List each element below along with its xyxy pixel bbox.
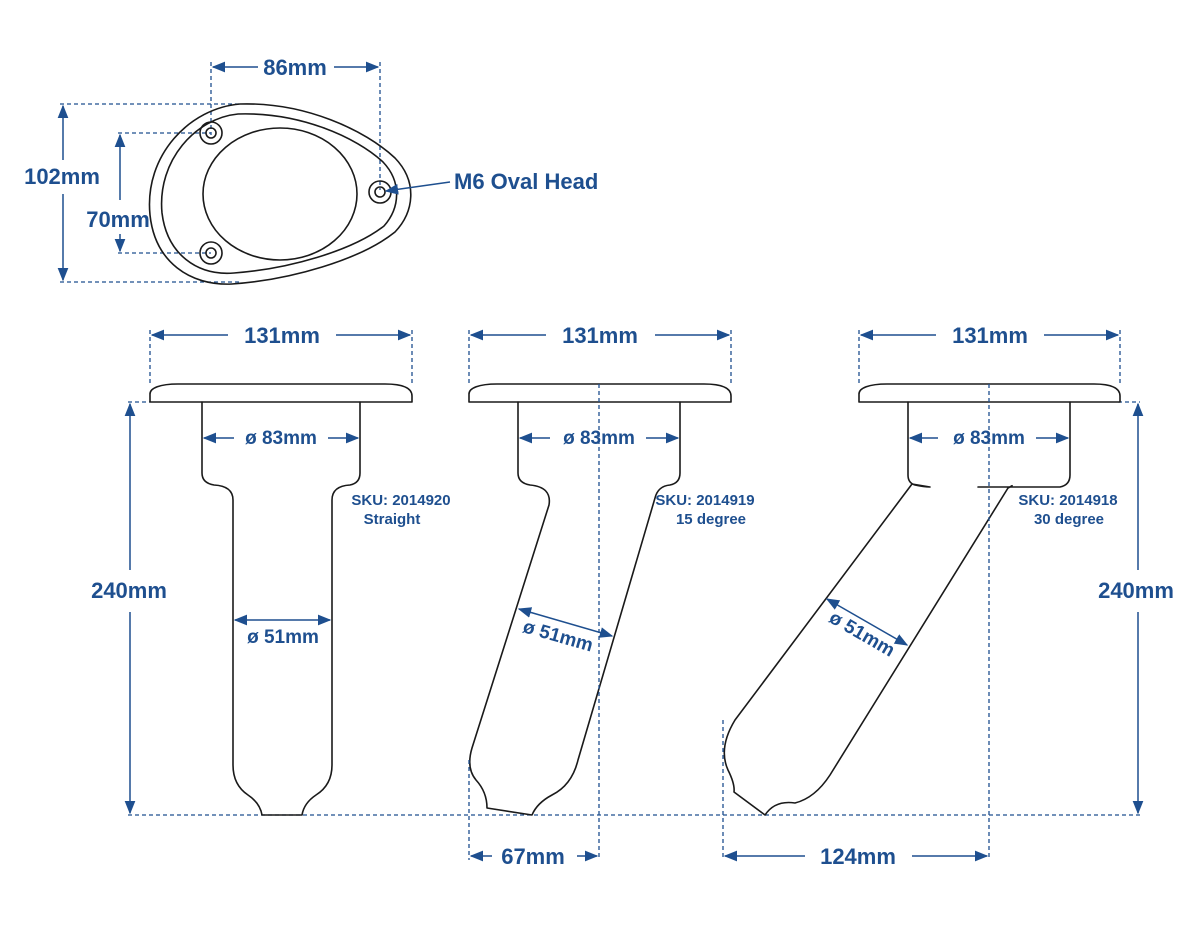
bore-diameter-label: ø 83mm	[245, 428, 317, 449]
bore-body	[468, 401, 681, 816]
top-flange-outer	[148, 103, 412, 285]
sku-label: SKU: 2014920	[351, 492, 450, 509]
top-flange-inner	[160, 113, 398, 275]
hole-spacing-label: 70mm	[86, 207, 150, 232]
bore-body-right	[1009, 401, 1071, 488]
bolt-callout-label: M6 Oval Head	[454, 169, 598, 194]
flange-width-label: 131mm	[244, 323, 320, 348]
holder-15-degree: 131mm ø 83mm ø 51mm SKU: 2014919 15 degr…	[468, 323, 755, 869]
offset-label: 67mm	[501, 844, 565, 869]
screw-hole-icon	[199, 121, 223, 145]
flange	[149, 383, 413, 403]
top-view: 86mm 102mm 70mm M6 Oval Head	[24, 55, 598, 285]
tube-diameter-label: ø 51mm	[247, 627, 319, 648]
bore-body	[201, 401, 361, 816]
angle-label: 15 degree	[676, 511, 746, 528]
bore-diameter-label: ø 83mm	[563, 428, 635, 449]
height-label-left: 240mm	[91, 578, 167, 603]
top-bore	[202, 127, 358, 261]
angle-label: 30 degree	[1034, 511, 1104, 528]
flange-width-label: 131mm	[952, 323, 1028, 348]
top-width-label: 86mm	[263, 55, 327, 80]
sku-label: SKU: 2014918	[1018, 492, 1117, 509]
angle-label: Straight	[364, 511, 421, 528]
holder-30-degree: 131mm ø 83mm ø 51mm SKU: 2014918 30 degr…	[722, 323, 1121, 869]
flange-width-label: 131mm	[562, 323, 638, 348]
offset-label: 124mm	[820, 844, 896, 869]
sku-label: SKU: 2014919	[655, 492, 754, 509]
tube-diameter-label: ø 51mm	[520, 616, 595, 656]
screw-hole-icon	[199, 241, 223, 265]
top-height-label: 102mm	[24, 164, 100, 189]
flange	[468, 383, 732, 403]
bore-diameter-label: ø 83mm	[953, 428, 1025, 449]
holder-straight: 131mm ø 83mm ø 51mm SKU: 2014920 Straigh…	[149, 323, 451, 816]
bore-body-left	[723, 401, 1013, 816]
height-label-right: 240mm	[1098, 578, 1174, 603]
